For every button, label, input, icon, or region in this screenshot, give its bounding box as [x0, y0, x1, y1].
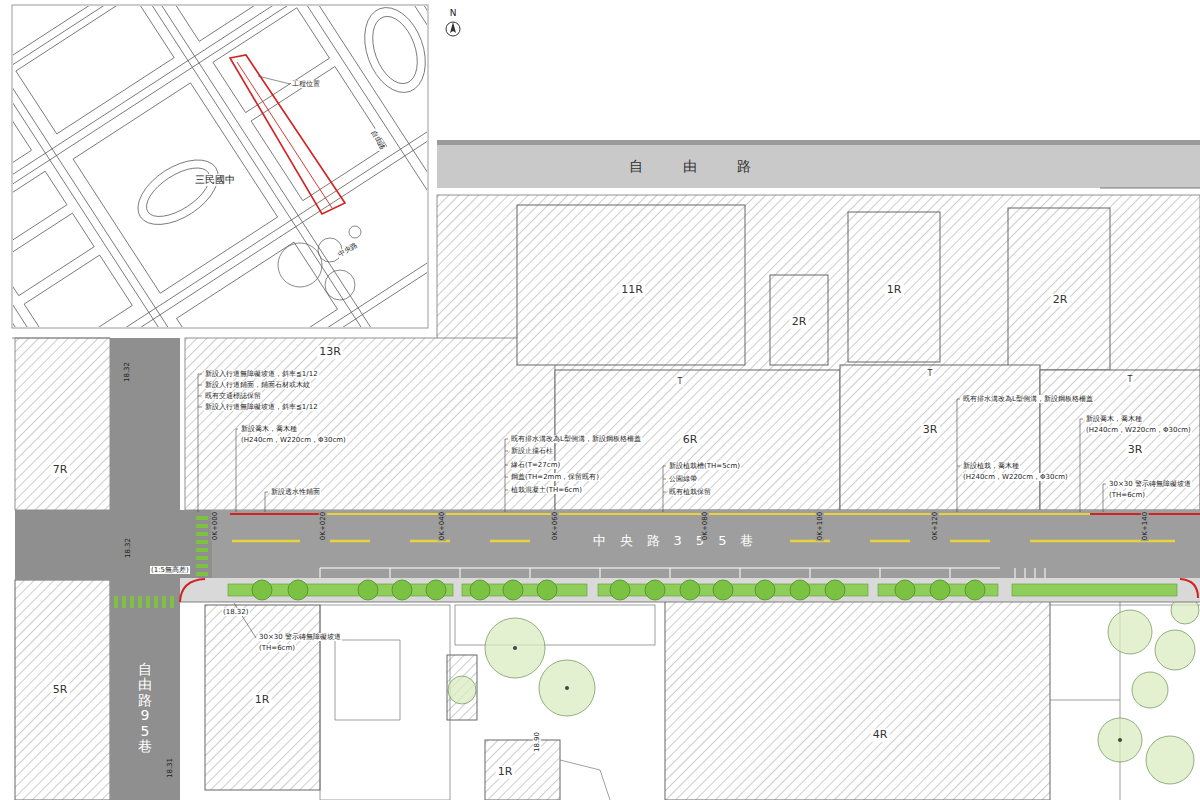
building-label: 3R [1126, 444, 1145, 457]
building-block: 1R [485, 740, 560, 800]
building-block: 11R [517, 205, 745, 365]
station-mark: 0K+120 [931, 511, 939, 541]
station-mark: 0K+140 [1141, 511, 1149, 541]
vertical-road-name: 自由路95巷 [137, 660, 153, 756]
annotation-note: 新設透水性鋪面 [270, 488, 321, 496]
station-mark: 0K+000 [211, 511, 219, 541]
north-arrow: N [449, 8, 458, 19]
tree-mark: T [927, 369, 934, 379]
annotation-note: 新設入行道無障礙坡道，斜率≦1/12 [204, 370, 319, 378]
building-label: 1R [885, 284, 904, 297]
annotation-note: 新設入行道無障礙坡道，斜率≦1/12 [204, 403, 319, 411]
elevation-mark: 18.32 [123, 361, 131, 383]
annotation-note: 公園綠帶 [668, 475, 698, 483]
annotation-note: (H240cm，W220cm，Φ30cm) [1085, 426, 1192, 434]
station-mark: 0K+100 [816, 511, 824, 541]
building-label: 2R [1051, 294, 1070, 307]
building-label: 1R [253, 694, 272, 707]
elevation-mark: 18.90 [533, 731, 541, 753]
school-name: 三民國中 [194, 174, 236, 186]
station-mark: 0K+080 [701, 511, 709, 541]
building-label: 13R [317, 346, 343, 359]
tree-mark: T [1127, 375, 1134, 385]
road-name: 自由路 [627, 158, 793, 174]
annotation-note: 30×30 警示磚無障礙坡道 [258, 633, 342, 641]
annotation-note: 鋼蓋(TH=2mm，保留既有) [510, 473, 600, 481]
annotation-note: 植栽混凝土(TH=6cm) [510, 486, 583, 494]
annotation-note: 新設喬木，喬木種 [240, 425, 298, 433]
annotation-note: 新設人行道鋪面，鋪面石材或木紋 [204, 381, 311, 389]
building-block: 2R [1008, 208, 1110, 370]
station-mark: 0K+020 [319, 511, 327, 541]
building-label: 6R [681, 434, 700, 447]
building-label: 7R [51, 464, 70, 477]
station-mark: 0K+060 [551, 511, 559, 541]
station-mark: 0K+040 [438, 511, 446, 541]
annotation-note: (1:5無高差) [150, 566, 190, 574]
building-label: 2R [790, 316, 809, 329]
annotation-note: 緣石(T=27cm) [510, 461, 561, 469]
annotation-note: 新設止擋石柱 [510, 447, 554, 455]
annotation-note: 既有排水溝改為L型側溝，新設鋼板格柵蓋 [962, 395, 1094, 403]
building-label: 5R [51, 684, 70, 697]
building-label: 4R [871, 729, 890, 742]
building-block: 3R [1040, 370, 1200, 510]
building-label: 11R [619, 284, 645, 297]
elevation-mark: 18.32 [124, 537, 132, 559]
annotation-note: 新設植栽槽(TH=5cm) [668, 462, 741, 470]
annotation-note: (TH=6cm) [258, 644, 296, 652]
building-block: 13R [185, 338, 555, 510]
annotation-note: 既有交通標誌保留 [204, 392, 262, 400]
annotation-note: 新設植栽，喬木種 [962, 462, 1020, 470]
annotation-note: (TH=6cm) [1108, 491, 1146, 499]
building-label: 3R [921, 424, 940, 437]
annotation-note: 既有排水溝改為L型側溝，新設鋼板格柵蓋 [510, 435, 642, 443]
annotation-note: (H240cm，W220cm，Φ30cm) [240, 436, 347, 444]
building-block: 1R [848, 212, 940, 362]
building-block: 7R [15, 338, 110, 510]
road-name: 中央路355巷 [591, 534, 770, 549]
road-band: 自由路 [437, 145, 1200, 188]
building-block: 3R [840, 365, 1040, 510]
location-note: 工程位置 [291, 80, 321, 88]
tree-mark: T [677, 377, 684, 387]
annotation-note: 30×30 警示磚無障礙坡道 [1108, 480, 1192, 488]
building-block: 4R [665, 600, 1050, 800]
elevation-mark: 18.31 [166, 757, 174, 779]
elevation-mark: (18.32) [222, 608, 250, 616]
building-block: 2R [770, 275, 828, 365]
annotation-note: 既有植栽保留 [668, 488, 712, 496]
annotation-note: (H240cm，W220cm，Φ30cm) [962, 473, 1069, 481]
building-label: 1R [496, 766, 515, 779]
building-block: 5R [15, 580, 110, 800]
annotation-note: 新設喬木，喬木種 [1085, 415, 1143, 423]
